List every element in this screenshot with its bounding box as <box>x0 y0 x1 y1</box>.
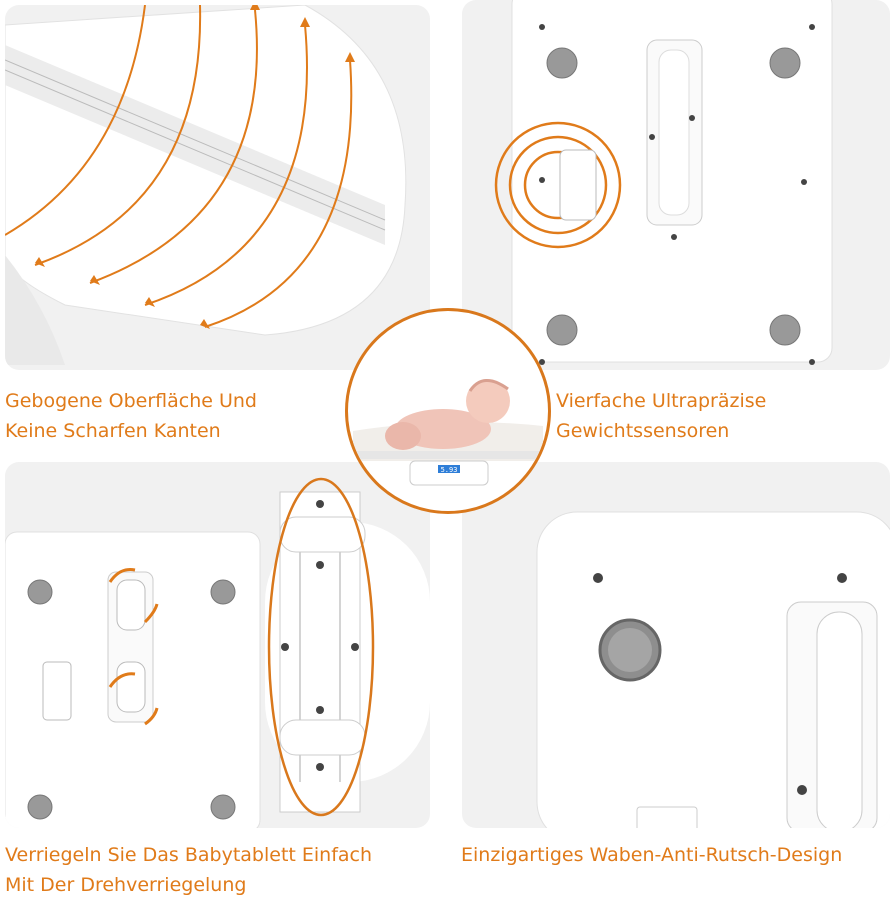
anti-slip-panel <box>462 462 890 828</box>
caption-weight-sensors: Vierfache Ultrapräzise Gewichtssensoren <box>556 386 766 446</box>
weight-sensors-panel <box>462 0 890 370</box>
caption-line: Einzigartiges Waben-Anti-Rutsch-Design <box>461 844 843 866</box>
curved-surface-panel <box>5 5 430 370</box>
caption-curved-surface: Gebogene Oberfläche Und Keine Scharfen K… <box>5 386 257 446</box>
caption-line: Keine Scharfen Kanten <box>5 420 221 442</box>
caption-rotary-lock: Verriegeln Sie Das Babytablett Einfach M… <box>5 840 372 900</box>
curved-tray-illustration <box>5 5 407 365</box>
caption-line: Vierfache Ultrapräzise <box>556 390 767 412</box>
caption-line: Verriegeln Sie Das Babytablett Einfach <box>5 844 373 866</box>
scale-bottom-illustration <box>494 0 833 365</box>
baby-on-scale-illustration: 5.93 <box>353 379 543 486</box>
caption-line: Gebogene Oberfläche Und <box>5 390 257 412</box>
rotary-lock-illustration <box>5 477 430 828</box>
caption-anti-slip: Einzigartiges Waben-Anti-Rutsch-Design <box>461 840 842 870</box>
honeycomb-foot-illustration <box>536 511 890 828</box>
rotary-lock-panel <box>5 462 430 828</box>
scale-display-reading: 5.93 <box>441 466 458 474</box>
baby-scale-product-photo: 5.93 <box>345 308 551 514</box>
caption-line: Mit Der Drehverriegelung <box>5 874 247 896</box>
caption-line: Gewichtssensoren <box>556 420 730 442</box>
